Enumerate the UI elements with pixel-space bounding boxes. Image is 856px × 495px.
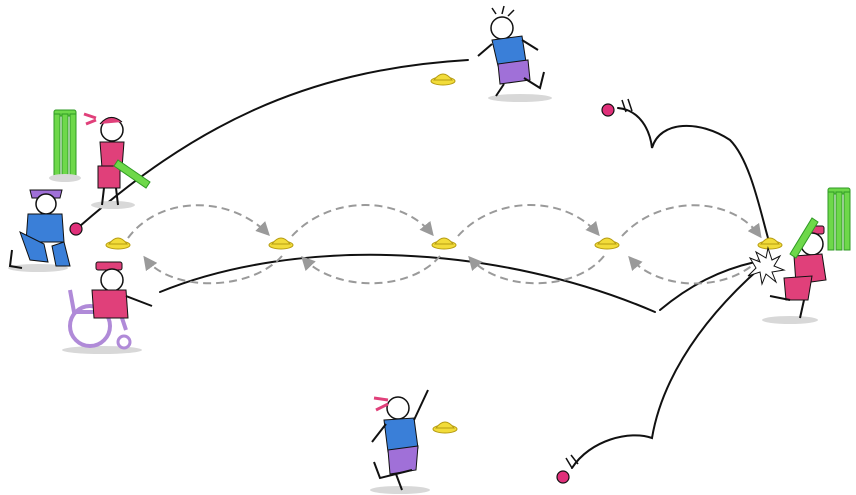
fielder-bottom [370, 390, 430, 494]
cones [106, 74, 782, 433]
run-arrow-forward-2 [292, 205, 432, 236]
cricket-stumps-icon [828, 188, 850, 250]
run-arrow-return-4 [630, 258, 760, 284]
marker-cone-icon [431, 74, 455, 85]
ball-trajectories [80, 60, 768, 468]
fielder-top [478, 6, 552, 102]
marker-cone-icon [269, 238, 293, 249]
bounce-trajectory-bottom [572, 268, 760, 468]
cricket-stumps-icon [49, 110, 81, 182]
marker-cone-icon [595, 238, 619, 249]
run-arrow-forward-3 [458, 205, 598, 236]
run-arrow-forward-4 [622, 205, 760, 236]
marker-cone-icon [432, 238, 456, 249]
run-arrow-forward-1 [128, 205, 268, 238]
run-arrow-return-3 [470, 256, 604, 283]
batter-left [84, 114, 150, 209]
wheelchair-player [62, 262, 152, 354]
return-trajectory-from-right [160, 255, 655, 312]
bounce-trajectory-top [618, 108, 768, 238]
shirt [92, 290, 128, 318]
shorts [98, 166, 120, 188]
shorts [498, 60, 530, 84]
cricket-ball-icon [557, 471, 569, 483]
shorts [388, 446, 418, 474]
marker-cone-icon [433, 422, 457, 433]
run-arrow-return-2 [303, 256, 440, 283]
run-arrow-return-1 [145, 256, 282, 283]
balls [70, 104, 614, 483]
wicketkeeper-left [8, 190, 70, 272]
impact-burst-icon [748, 248, 784, 284]
marker-cone-icon [758, 238, 782, 249]
marker-cone-icon [106, 238, 130, 249]
hit-trajectory-to-top-fielder [80, 60, 468, 226]
cricket-ball-icon [602, 104, 614, 116]
shorts [784, 276, 812, 300]
cricket-ball-icon [70, 223, 82, 235]
batter-right [748, 218, 826, 324]
